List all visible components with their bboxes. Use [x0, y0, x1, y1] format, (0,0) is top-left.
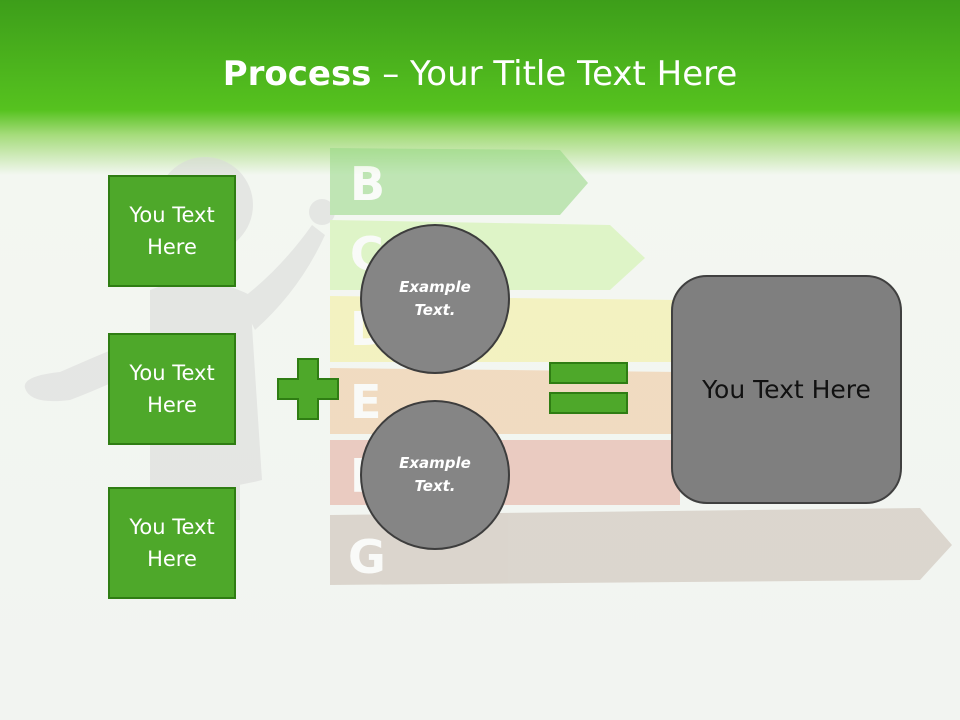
result-box[interactable]: You Text Here — [671, 275, 902, 504]
rating-arrow-b: B — [330, 148, 588, 215]
text-box-1-label: You Text Here — [129, 203, 215, 259]
text-box-3-label: You Text Here — [129, 515, 215, 571]
plus-icon — [277, 358, 339, 420]
slide-title: Process – Your Title Text Here — [0, 52, 960, 96]
text-box-3[interactable]: You Text Here — [108, 487, 236, 599]
title-rest: – Your Title Text Here — [371, 54, 738, 94]
example-circle-2-label: Example Text. — [399, 454, 471, 495]
example-circle-1[interactable]: Example Text. — [360, 224, 510, 374]
result-box-label: You Text Here — [702, 375, 871, 404]
equals-icon — [549, 362, 628, 414]
example-circle-1-label: Example Text. — [399, 278, 471, 319]
text-box-2-label: You Text Here — [129, 361, 215, 417]
text-box-1[interactable]: You Text Here — [108, 175, 236, 287]
rating-letter-g: G — [348, 530, 386, 584]
title-bold: Process — [222, 54, 372, 94]
example-circle-2[interactable]: Example Text. — [360, 400, 510, 550]
rating-letter-e: E — [350, 375, 381, 429]
text-box-2[interactable]: You Text Here — [108, 333, 236, 445]
rating-letter-b: B — [350, 157, 385, 211]
